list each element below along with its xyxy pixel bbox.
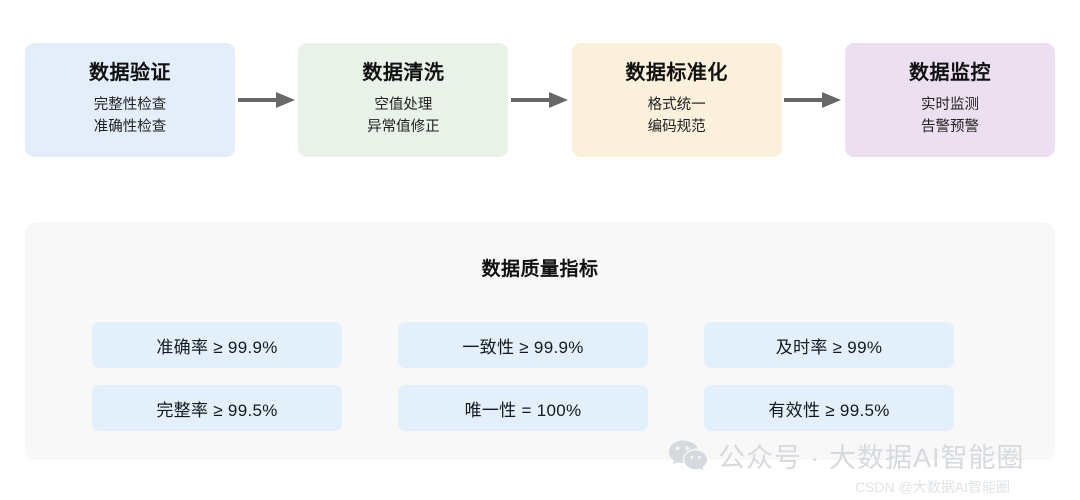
metrics-panel-title: 数据质量指标 bbox=[481, 259, 599, 280]
metric-chip[interactable]: 有效性 ≥ 99.5% bbox=[704, 385, 954, 431]
stage-title: 数据验证 bbox=[89, 62, 171, 85]
stage-detail-lines: 实时监测 告警预警 bbox=[921, 95, 979, 139]
metric-chip[interactable]: 一致性 ≥ 99.9% bbox=[398, 322, 648, 368]
csdn-credit: CSDN @大数据AI智能圈 bbox=[855, 479, 1010, 495]
pipeline-stage-3[interactable]: 数据标准化 格式统一 编码规范 bbox=[571, 43, 782, 157]
arrow-cell-3 bbox=[782, 43, 845, 157]
pipeline-flow: 数据验证 完整性检查 准确性检查 数据清洗 空值处理 异常值修正 数据标准化 格… bbox=[25, 43, 1055, 157]
stage-detail-line: 准确性检查 bbox=[93, 119, 167, 135]
stage-detail-line: 告警预警 bbox=[920, 119, 979, 135]
stage-detail-line: 空值处理 bbox=[374, 97, 433, 114]
arrow-cell-1 bbox=[235, 43, 298, 157]
stage-detail-lines: 格式统一 编码规范 bbox=[648, 95, 706, 139]
arrow-right-icon bbox=[237, 92, 295, 108]
metric-chip[interactable]: 及时率 ≥ 99% bbox=[704, 322, 954, 368]
stage-detail-line: 异常值修正 bbox=[367, 119, 440, 135]
metrics-grid: 准确率 ≥ 99.9% 一致性 ≥ 99.9% 及时率 ≥ 99% 完整率 ≥ … bbox=[92, 322, 954, 431]
pipeline-stage-2[interactable]: 数据清洗 空值处理 异常值修正 bbox=[298, 43, 509, 157]
stage-detail-line: 编码规范 bbox=[647, 119, 706, 135]
metric-chip[interactable]: 唯一性 = 100% bbox=[398, 385, 648, 431]
metric-chip[interactable]: 准确率 ≥ 99.9% bbox=[92, 322, 342, 368]
pipeline-stage-1[interactable]: 数据验证 完整性检查 准确性检查 bbox=[25, 43, 235, 157]
stage-title: 数据标准化 bbox=[625, 62, 728, 85]
metrics-panel: 数据质量指标 准确率 ≥ 99.9% 一致性 ≥ 99.9% 及时率 ≥ 99%… bbox=[25, 222, 1055, 460]
arrow-right-icon bbox=[784, 92, 842, 108]
stage-detail-line: 实时监测 bbox=[920, 97, 979, 114]
arrow-cell-2 bbox=[508, 43, 571, 157]
pipeline-stage-4[interactable]: 数据监控 实时监测 告警预警 bbox=[844, 43, 1055, 157]
metric-chip[interactable]: 完整率 ≥ 99.5% bbox=[92, 385, 342, 431]
stage-detail-lines: 完整性检查 准确性检查 bbox=[94, 95, 167, 139]
arrow-right-icon bbox=[510, 92, 568, 108]
stage-title: 数据清洗 bbox=[362, 62, 445, 85]
stage-detail-line: 完整性检查 bbox=[93, 97, 167, 114]
stage-title: 数据监控 bbox=[908, 62, 991, 85]
stage-detail-lines: 空值处理 异常值修正 bbox=[367, 95, 440, 139]
stage-detail-line: 格式统一 bbox=[647, 97, 706, 114]
